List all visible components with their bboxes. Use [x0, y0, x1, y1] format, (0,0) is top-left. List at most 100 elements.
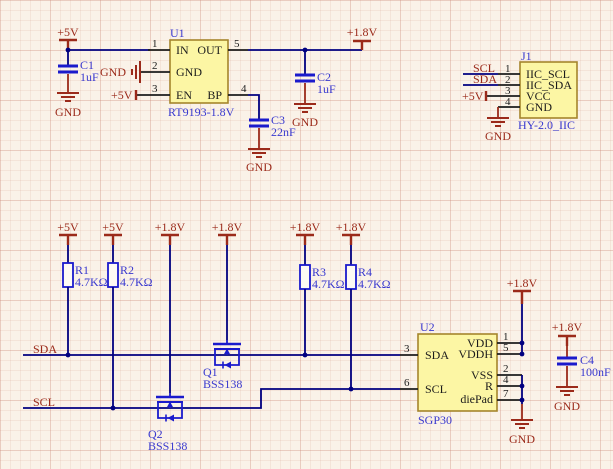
gnd-symbol-j1[interactable] — [487, 107, 509, 127]
component-value-c2[interactable]: 1uF — [317, 82, 336, 96]
power-flag-1v8-r3[interactable] — [296, 233, 314, 245]
regulator-u1[interactable] — [136, 39, 248, 104]
gnd-symbol-c1[interactable] — [57, 92, 79, 102]
pin-name-u2-diepad: diePad — [460, 392, 493, 406]
pin-name-j1-iic-scl: IIC_SCL — [526, 67, 571, 81]
net-label-sda-j1[interactable]: SDA — [473, 72, 498, 86]
pin-name-u2-r: R — [484, 379, 493, 393]
power-label-1v8-q1[interactable]: +1.8V — [211, 220, 243, 234]
power-label-1v8-out[interactable]: +1.8V — [346, 25, 378, 39]
component-value-u2[interactable]: SGP30 — [418, 413, 453, 427]
power-flag-1v8-q1[interactable] — [218, 233, 236, 245]
pin-name-u1-en: EN — [176, 88, 192, 102]
component-ref-q2[interactable]: Q2 — [148, 427, 163, 441]
gnd-symbol-u1-pin2[interactable] — [131, 61, 141, 83]
component-value-c4[interactable]: 100nF — [580, 365, 611, 379]
pin-number-u1-5: 5 — [234, 38, 240, 50]
junction-dots — [65, 47, 525, 411]
component-ref-u2[interactable]: U2 — [420, 320, 435, 334]
power-flag-1v8-r4[interactable] — [342, 233, 360, 245]
power-label-5v-r1[interactable]: +5V — [57, 220, 79, 234]
mosfet-q2[interactable] — [156, 393, 184, 422]
component-ref-r1[interactable]: R1 — [75, 263, 90, 277]
component-value-r2[interactable]: 4.7KΩ — [120, 275, 153, 289]
component-ref-c2[interactable]: C2 — [317, 70, 332, 84]
pin-number-j1-3: 3 — [505, 85, 511, 97]
gnd-label-c3[interactable]: GND — [246, 160, 272, 174]
pin-name-u2-vddh: VDDH — [458, 347, 493, 361]
component-value-r4[interactable]: 4.7KΩ — [358, 277, 391, 291]
gnd-symbol-u2[interactable] — [511, 419, 533, 429]
gnd-symbol-c4[interactable] — [556, 386, 578, 396]
component-value-j1[interactable]: HY-2.0_IIC — [518, 118, 575, 132]
component-value-r1[interactable]: 4.7KΩ — [75, 275, 108, 289]
gnd-symbol-c2[interactable] — [294, 103, 316, 113]
power-label-5v-c1[interactable]: +5V — [57, 25, 79, 39]
power-label-1v8-q2[interactable]: +1.8V — [154, 220, 186, 234]
component-value-r3[interactable]: 4.7KΩ — [312, 277, 345, 291]
component-ref-r3[interactable]: R3 — [312, 265, 327, 279]
component-value-u1[interactable]: RT9193-1.8V — [168, 105, 235, 119]
net-label-sda-bus[interactable]: SDA — [33, 342, 58, 356]
gnd-label-j1[interactable]: GND — [485, 129, 511, 143]
pin-name-j1-iic-sda: IIC_SDA — [526, 78, 573, 92]
pin-number-u2-2: 2 — [503, 363, 509, 375]
power-label-1v8-r3[interactable]: +1.8V — [289, 220, 321, 234]
resistor-r3[interactable] — [299, 245, 311, 355]
gnd-label-u1-pin2[interactable]: GND — [100, 65, 126, 79]
power-label-5v-r2[interactable]: +5V — [102, 220, 124, 234]
pin-number-u2-4: 4 — [503, 374, 509, 386]
connector-j1[interactable] — [486, 61, 578, 119]
power-flag-1v8-u2[interactable] — [513, 289, 531, 354]
component-ref-r4[interactable]: R4 — [358, 265, 373, 279]
gnd-label-u2[interactable]: GND — [509, 432, 535, 446]
wire-scl-bus[interactable] — [23, 388, 400, 409]
component-value-q1[interactable]: BSS138 — [203, 377, 243, 391]
mosfet-q1[interactable] — [213, 340, 241, 369]
power-flag-1v8-c4[interactable] — [558, 334, 576, 346]
power-flag-1v8-out[interactable] — [353, 39, 371, 50]
resistor-r1[interactable] — [62, 245, 74, 355]
power-label-1v8-r4[interactable]: +1.8V — [335, 220, 367, 234]
capacitor-c2[interactable] — [295, 50, 315, 103]
component-ref-u1[interactable]: U1 — [170, 26, 185, 40]
component-ref-c4[interactable]: C4 — [580, 353, 595, 367]
pin-number-u2-3: 3 — [404, 343, 410, 355]
power-flag-5v-r1[interactable] — [59, 233, 77, 245]
component-ref-q1[interactable]: Q1 — [203, 365, 218, 379]
capacitor-c3[interactable] — [248, 94, 269, 148]
component-value-c1[interactable]: 1uF — [80, 70, 99, 84]
gnd-label-c4[interactable]: GND — [554, 399, 580, 413]
component-ref-r2[interactable]: R2 — [120, 263, 135, 277]
power-label-5v-u1-en[interactable]: +5V — [111, 88, 133, 102]
gnd-symbol-c3[interactable] — [248, 148, 270, 158]
power-label-5v-j1[interactable]: +5V — [462, 89, 484, 103]
component-ref-c1[interactable]: C1 — [80, 58, 95, 72]
gnd-label-c1[interactable]: GND — [55, 105, 81, 119]
power-flag-5v-r2[interactable] — [104, 233, 122, 245]
component-ref-c3[interactable]: C3 — [271, 113, 286, 127]
pin-number-u2-5: 5 — [503, 342, 509, 354]
pin-name-j1-gnd: GND — [526, 100, 552, 114]
power-label-1v8-c4[interactable]: +1.8V — [551, 320, 583, 334]
pin-number-u1-4: 4 — [241, 83, 247, 95]
capacitor-c4[interactable] — [557, 346, 577, 386]
pin-number-u1-3: 3 — [152, 83, 158, 95]
power-label-1v8-u2[interactable]: +1.8V — [506, 276, 538, 290]
component-value-c3[interactable]: 22nF — [271, 125, 296, 139]
pin-name-u1-bp: BP — [207, 88, 222, 102]
gnd-label-c2[interactable]: GND — [292, 115, 318, 129]
pin-name-u2-scl: SCL — [425, 382, 448, 396]
component-ref-j1[interactable]: J1 — [521, 49, 532, 63]
pin-number-u2-1: 1 — [503, 331, 509, 343]
resistor-r4[interactable] — [345, 245, 357, 389]
pin-name-u1-in: IN — [176, 43, 189, 57]
capacitor-c1[interactable] — [58, 50, 78, 92]
component-value-q2[interactable]: BSS138 — [148, 439, 188, 453]
resistor-r2[interactable] — [107, 245, 119, 408]
sensor-u2[interactable] — [400, 333, 522, 412]
power-flag-1v8-q2[interactable] — [161, 233, 179, 245]
net-label-scl-j1[interactable]: SCL — [473, 61, 496, 75]
net-label-scl-bus[interactable]: SCL — [33, 395, 56, 409]
